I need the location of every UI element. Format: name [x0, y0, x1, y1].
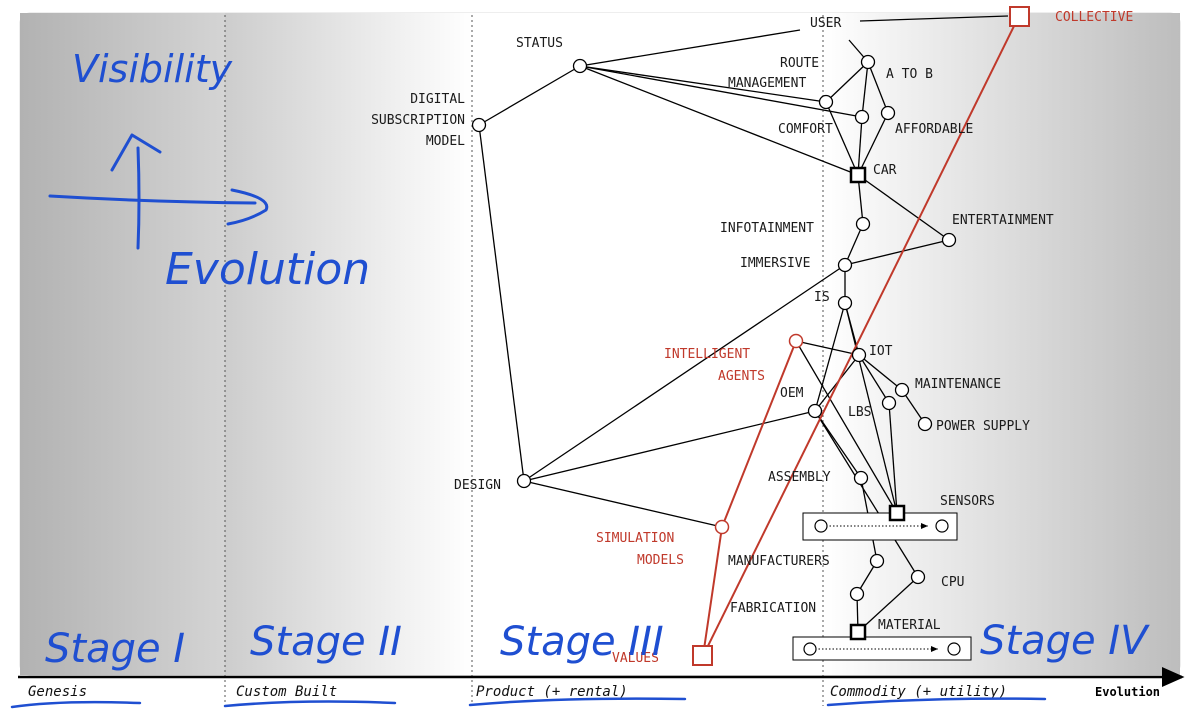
label-user: USER [810, 16, 841, 31]
node-lbs [881, 395, 897, 411]
node-manufacturers [869, 553, 885, 569]
node-cpu [910, 569, 926, 585]
red-lines [702, 15, 1020, 657]
label-car: CAR [873, 163, 897, 178]
node-digital-subscription-model [471, 117, 487, 133]
label-simulation: SIMULATION [596, 531, 674, 546]
map-background [19, 12, 1181, 676]
hand-stage-1: Stage I [45, 626, 185, 672]
hand-visibility: Visibility [72, 47, 233, 91]
hand-stage-2: Stage II [250, 619, 402, 665]
hand-stage-3: Stage III [500, 619, 664, 665]
node-entertainment [941, 232, 957, 248]
label-iot: IOT [869, 344, 893, 359]
node-values [692, 645, 713, 666]
label-maintenance: MAINTENANCE [915, 377, 1001, 392]
stage-commodity-label: Commodity (+ utility) [830, 684, 1007, 700]
dependency-lines [478, 15, 1009, 633]
node-power-supply [917, 416, 933, 432]
stage-custom-label: Custom Built [236, 684, 337, 700]
label-models: MODELS [637, 553, 684, 568]
hand-evolution: Evolution [165, 244, 370, 295]
stage-genesis-label: Genesis [28, 684, 87, 700]
hand-axes-sketch [48, 133, 269, 250]
label-subscription: SUBSCRIPTION [371, 113, 465, 128]
node-a-to-b [860, 54, 876, 70]
label-is: IS [814, 290, 830, 305]
node-route-management [818, 94, 834, 110]
label-values: VALUES [612, 651, 659, 666]
label-infotainment: INFOTAINMENT [720, 221, 814, 236]
node-status [572, 58, 588, 74]
node-affordable [880, 105, 896, 121]
node-infotainment [855, 216, 871, 232]
label-digital: DIGITAL [410, 92, 465, 107]
nodes [471, 6, 1030, 666]
label-oem: OEM [780, 386, 804, 401]
node-oem [807, 403, 823, 419]
handwritten-annotations: Visibility Evolution Stage I Stage II St… [45, 47, 1150, 672]
label-model: MODEL [426, 134, 465, 149]
label-sensors: SENSORS [940, 494, 995, 509]
evolution-box-sensors [802, 512, 958, 541]
label-cpu: CPU [941, 575, 964, 590]
stage-dividers [224, 15, 824, 706]
node-assembly [853, 470, 869, 486]
label-intelligent: INTELLIGENT [664, 347, 750, 362]
label-lbs: LBS [848, 405, 871, 420]
node-iot [851, 347, 867, 363]
label-comfort: COMFORT [778, 122, 833, 137]
handwritten-underlines [10, 697, 1047, 709]
label-entertainment: ENTERTAINMENT [952, 213, 1054, 228]
label-design: DESIGN [454, 478, 501, 493]
label-a-to-b: A TO B [886, 67, 933, 82]
node-material [849, 623, 867, 641]
label-agents: AGENTS [718, 369, 765, 384]
label-route: ROUTE [780, 56, 819, 71]
evolution-box-material [792, 636, 972, 661]
label-material: MATERIAL [878, 618, 941, 633]
node-is [837, 295, 853, 311]
node-design [516, 473, 532, 489]
label-immersive: IMMERSIVE [740, 256, 810, 271]
node-maintenance [894, 382, 910, 398]
label-fabrication: FABRICATION [730, 601, 816, 616]
label-manufacturers: MANUFACTURERS [728, 554, 830, 569]
node-comfort [854, 109, 870, 125]
label-status: STATUS [516, 36, 563, 51]
node-simulation-models [714, 519, 730, 535]
node-intelligent-agents [788, 333, 804, 349]
label-assembly: ASSEMBLY [768, 470, 831, 485]
label-affordable: AFFORDABLE [895, 122, 973, 137]
evolution-axis-label: Evolution [1095, 685, 1160, 699]
label-collective: COLLECTIVE [1055, 10, 1133, 25]
node-car [849, 166, 867, 184]
node-immersive [837, 257, 853, 273]
node-fabrication [849, 586, 865, 602]
hand-stage-4: Stage IV [980, 618, 1150, 664]
label-power-supply: POWER SUPPLY [936, 419, 1030, 434]
node-collective [1009, 6, 1030, 27]
label-route-management: MANAGEMENT [728, 76, 806, 91]
stage-product-label: Product (+ rental) [476, 684, 628, 700]
node-sensors [888, 504, 906, 522]
node-labels: USER COLLECTIVE STATUS ROUTE MANAGEMENT … [371, 10, 1133, 666]
